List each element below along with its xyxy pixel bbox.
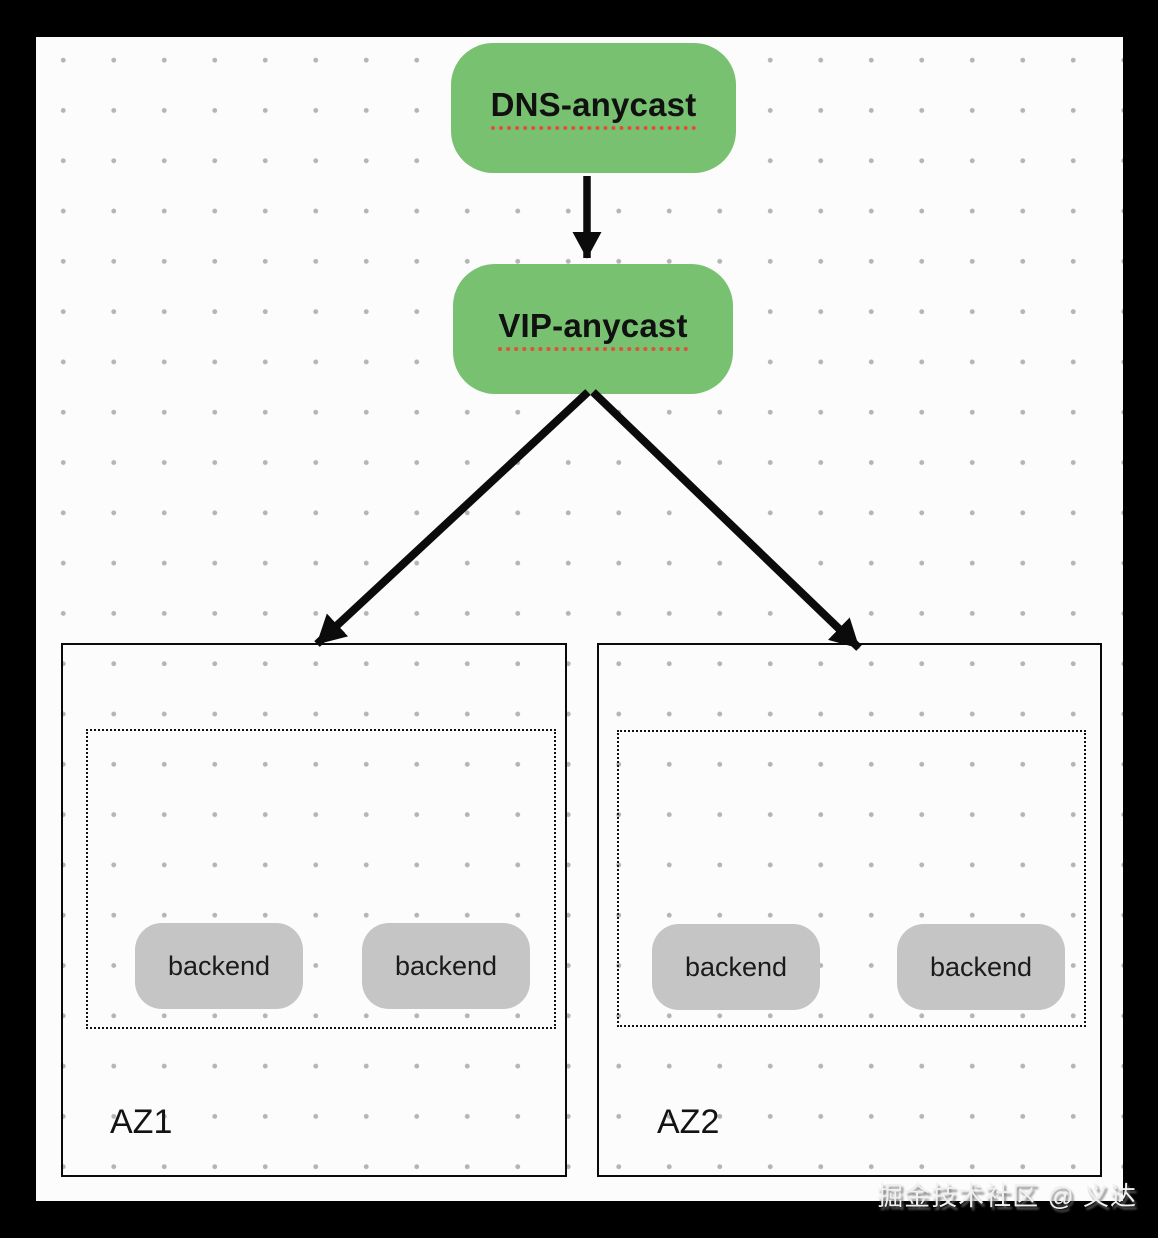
zone-label-az1: AZ1 <box>110 1103 173 1141</box>
watermark-text: 掘金技术社区 @ 义达 <box>877 1181 1137 1211</box>
az2-backend-cluster: backend backend <box>617 730 1086 1027</box>
dot-grid-page: backend backend AZ1 backend backend AZ2 … <box>36 37 1123 1201</box>
node-dns-anycast-label: DNS-anycast <box>490 86 697 130</box>
az2-backend-node-1: backend <box>652 924 820 1010</box>
arrow-vip-to-az1 <box>314 389 591 647</box>
zone-box-az2: backend backend AZ2 <box>597 643 1102 1177</box>
az2-backend-node-2: backend <box>897 924 1065 1010</box>
az1-backend-node-1: backend <box>135 923 303 1009</box>
zone-label-az2: AZ2 <box>657 1103 720 1141</box>
zone-box-az1: backend backend AZ1 <box>61 643 567 1177</box>
arrow-vip-to-az2 <box>590 389 862 651</box>
node-vip-anycast: VIP-anycast <box>453 264 733 394</box>
az1-backend-node-2: backend <box>362 923 530 1009</box>
node-dns-anycast: DNS-anycast <box>451 43 736 173</box>
node-vip-anycast-label: VIP-anycast <box>498 307 688 351</box>
az1-backend-cluster: backend backend <box>86 729 556 1029</box>
